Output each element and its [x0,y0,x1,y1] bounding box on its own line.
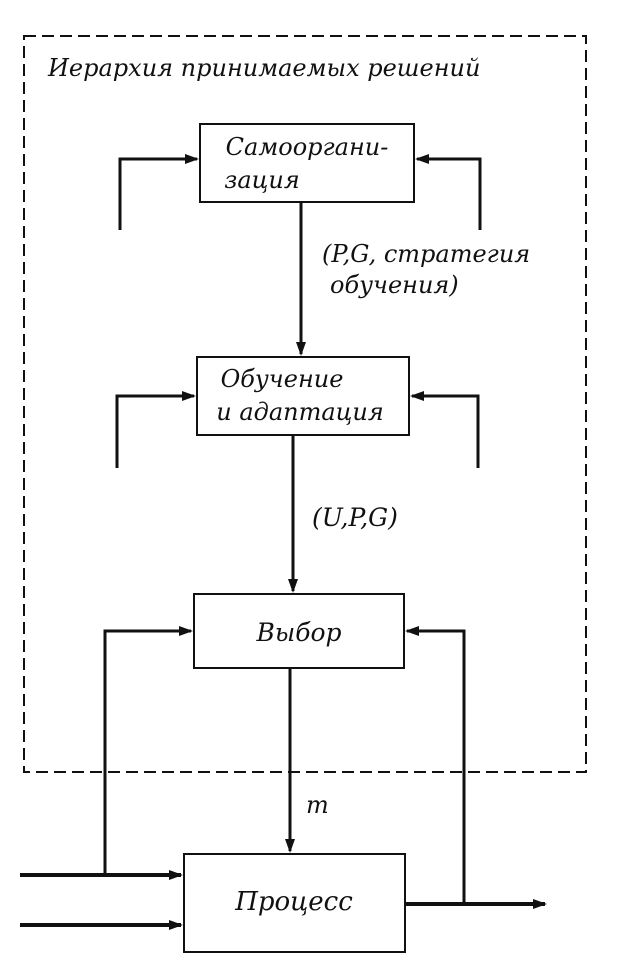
block-self-organization-line-2: зация [224,166,300,194]
block-self-organization-line-1: Самооргани- [226,133,389,161]
block-process: Процесс [183,853,406,953]
learning-left-input [115,391,196,468]
hierarchy-frame [23,35,587,773]
block-learning-adaptation: Обучение и адаптация [196,356,410,436]
self-org-left-input [118,154,199,230]
edge-label-self-org-to-learning-2: обучения) [330,271,459,299]
edge-label-learning-to-choice: (U,P,G) [312,503,398,532]
block-learning-line-2: и адаптация [216,398,384,426]
frame-title: Иерархия принимаемых решений [47,54,480,82]
edge-label-self-org-to-learning-1: (P,G, стратегия [322,240,530,268]
block-self-organization: Самооргани- зация [199,123,415,203]
feedback-input-to-choice [103,626,193,875]
self-org-right-input [415,154,482,230]
block-learning-line-1: Обучение [221,365,344,393]
block-choice: Выбор [193,593,405,669]
learning-right-input [410,391,480,468]
feedback-output-to-choice [405,626,466,904]
block-process-label: Процесс [234,887,353,917]
block-choice-label: Выбор [255,618,341,647]
edge-label-choice-to-process: m [306,791,329,819]
